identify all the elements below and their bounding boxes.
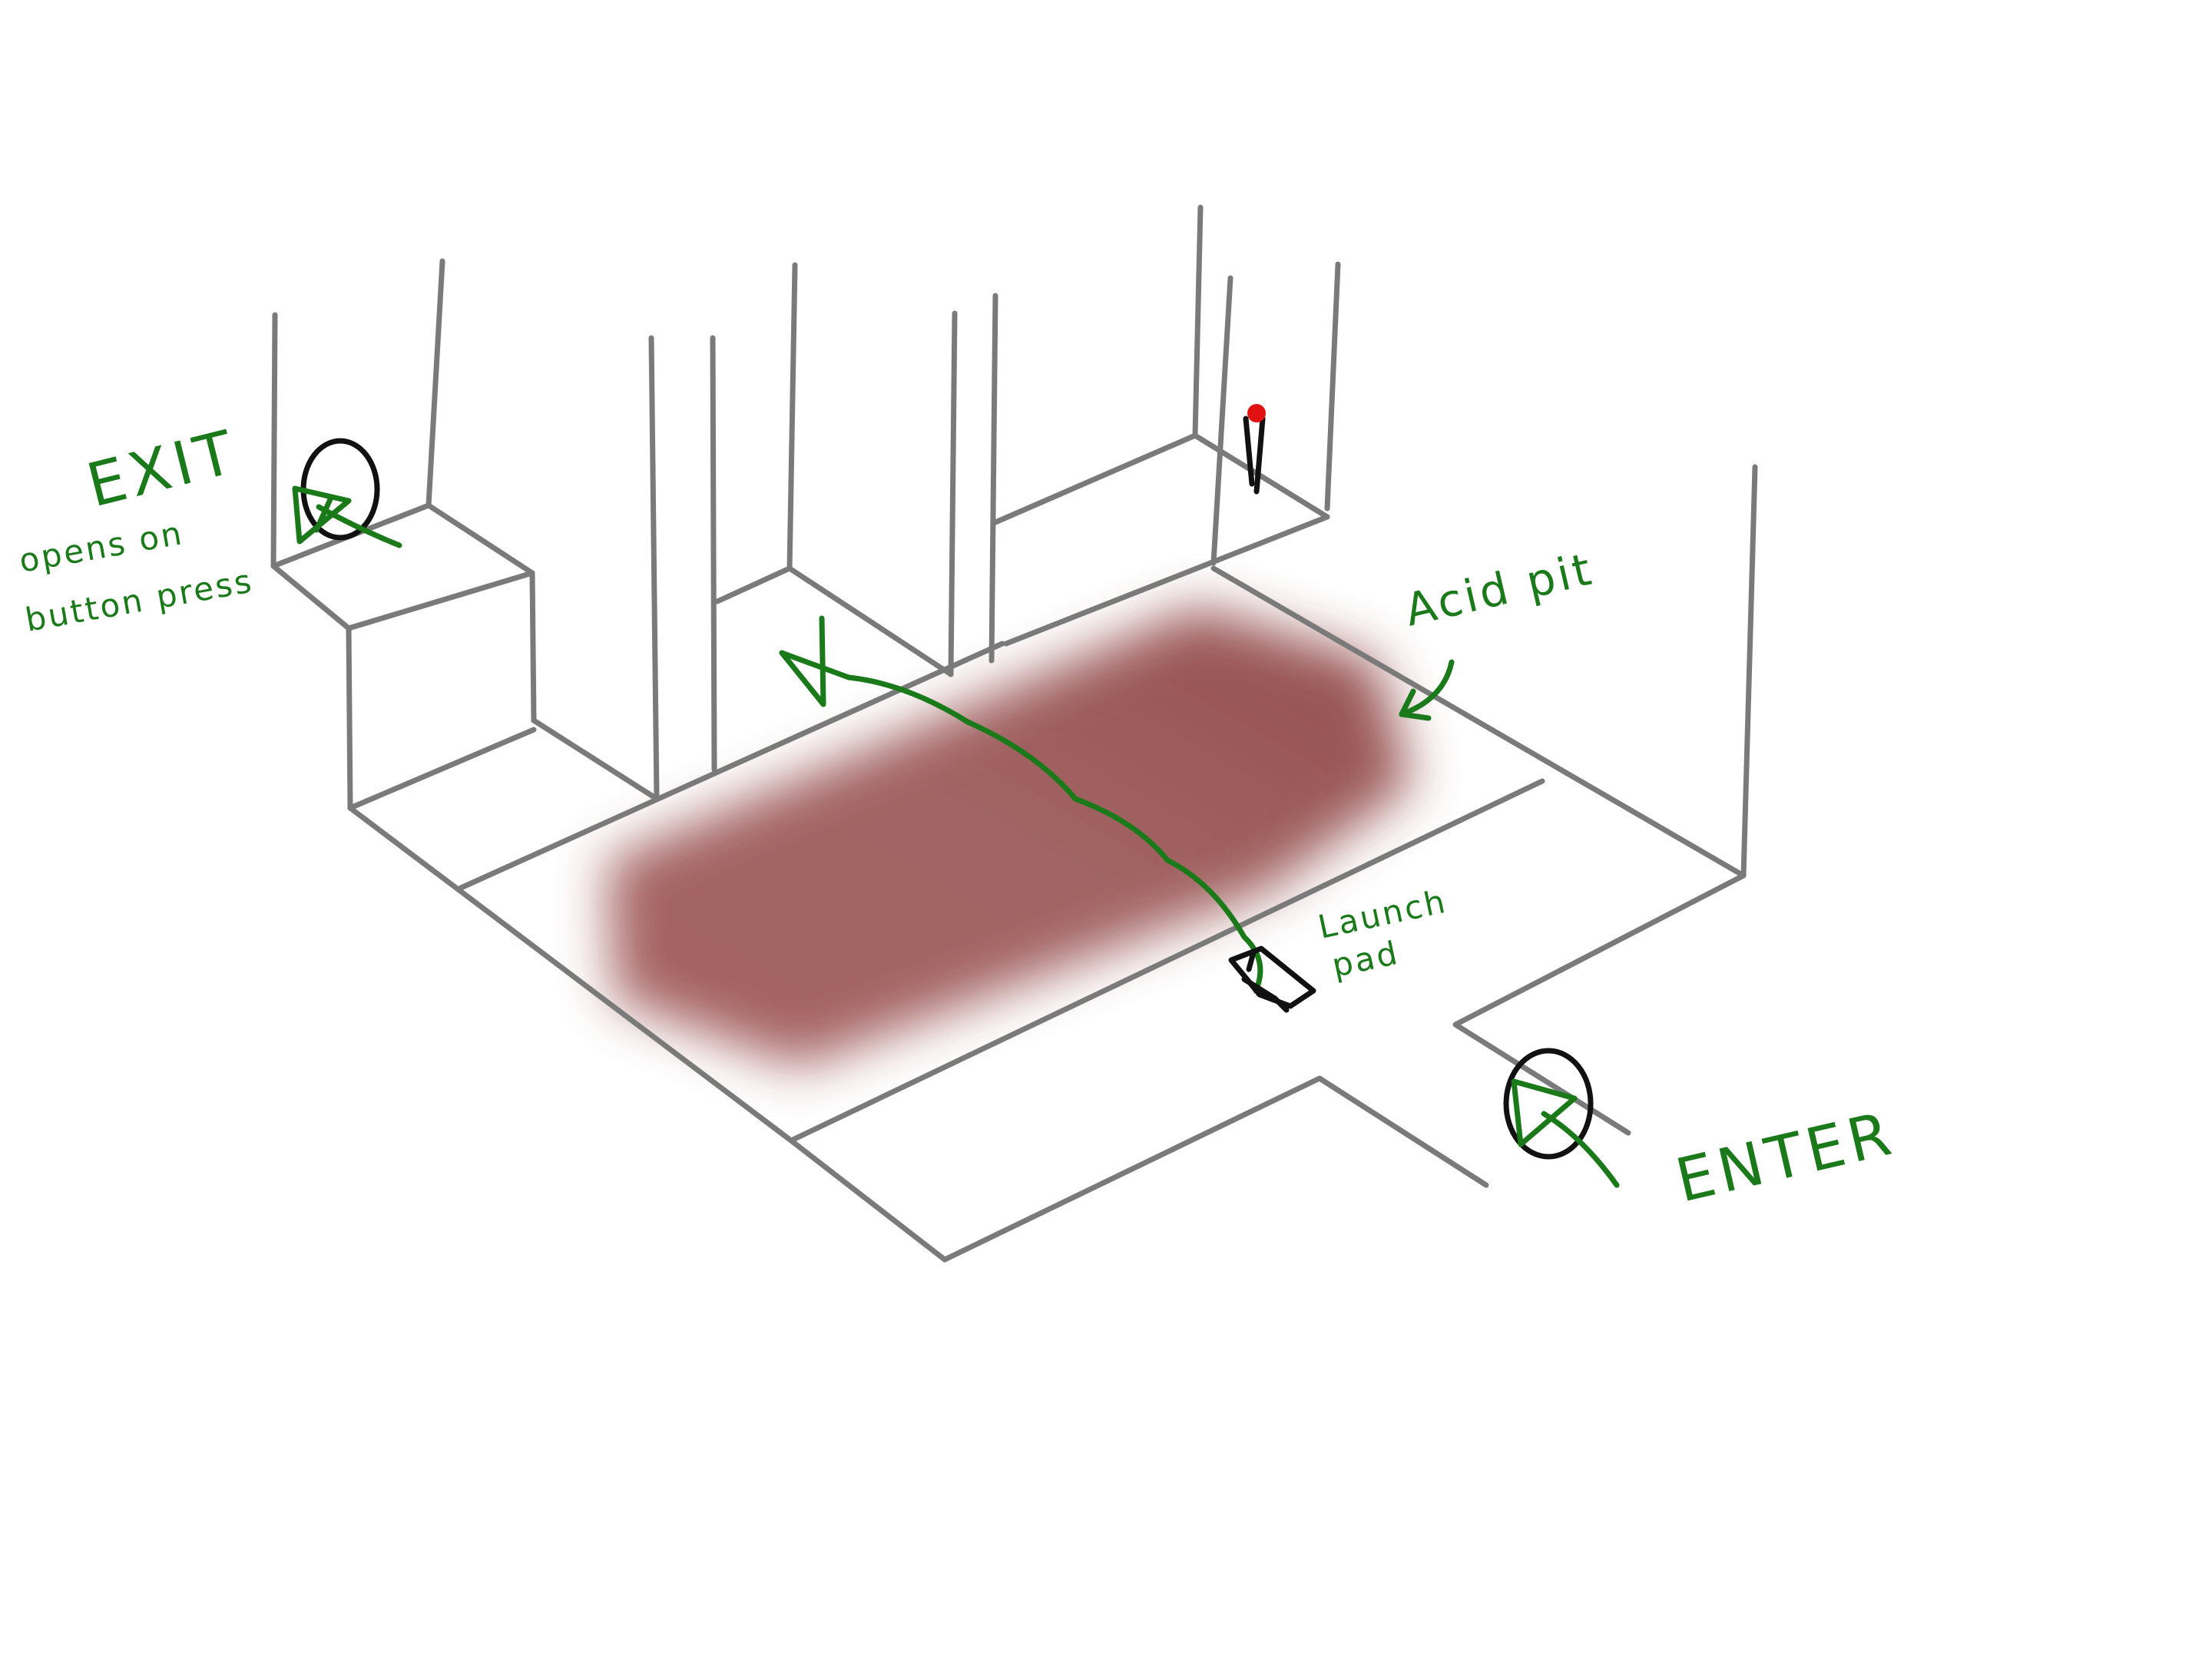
launch-pad-icon [1228, 945, 1316, 1013]
exit-ledge-base [347, 727, 537, 811]
acid-pit-label: Acid pit [1400, 542, 1598, 636]
exit-label: EXIT [81, 417, 244, 521]
enter-marker-icon [1503, 1048, 1620, 1188]
button-alcove-pillar-a [1192, 204, 1204, 439]
button-switch-icon [1243, 404, 1266, 495]
exit-note-line1: opens on [16, 514, 187, 580]
enter-corridor-left [942, 1075, 1489, 1263]
button-alcove-pillar-b [1210, 275, 1233, 566]
button-alcove-floor [992, 432, 1330, 525]
exit-ledge-front-edge [346, 625, 353, 811]
acid-pit-arrow-icon [1399, 659, 1455, 721]
left-walkway-edge [458, 641, 1005, 891]
left-corridor-pillar-b [710, 335, 717, 773]
rear-floor-edge [1003, 514, 1330, 647]
acid-pit [607, 607, 1413, 1068]
exit-ledge-side-edge [529, 570, 537, 724]
exit-ledge-rear-pillar [426, 258, 445, 508]
enter-corridor-right [1452, 873, 1747, 1136]
enter-label: ENTER [1670, 1099, 1902, 1217]
launch-trajectory [779, 615, 1263, 994]
exit-ledge-back-pillar [270, 312, 278, 569]
exit-marker-icon [292, 438, 402, 548]
middle-pillar-b [988, 293, 998, 664]
left-corridor-pillar-a [648, 335, 660, 802]
middle-pillar-a [948, 310, 958, 677]
left-alcove-pillar [786, 262, 798, 571]
left-alcove-floor [714, 565, 954, 677]
button-alcove-pillar-c [1324, 261, 1341, 512]
pit-front-edge [788, 778, 1545, 1144]
left-corridor-wall [531, 717, 660, 802]
